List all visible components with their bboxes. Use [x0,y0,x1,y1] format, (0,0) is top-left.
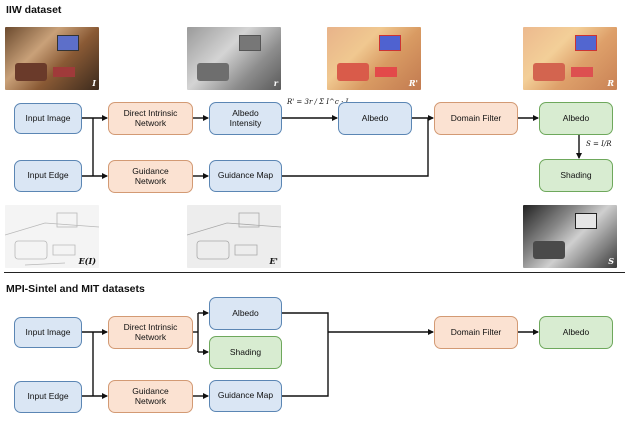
shading-output-box: Shading [539,159,613,192]
input-thumbnail-label: I [92,78,96,88]
final-albedo-thumbnail-label: R [607,78,614,88]
intensity-thumbnail: r [187,27,281,90]
albedo-box: Albedo [209,297,282,330]
section-title-mpi-mit: MPI-Sintel and MIT datasets [6,283,145,295]
rough-albedo-thumbnail: R' [327,27,421,90]
input-edge-box: Input Edge [14,381,82,413]
albedo-output-box: Albedo [539,102,613,135]
intensity-thumbnail-label: r [273,78,278,88]
input-photo-thumbnail: I [5,27,99,90]
input-image-box: Input Image [14,103,82,134]
albedo-output-box: Albedo [539,316,613,349]
shading-thumbnail: S [523,205,617,268]
section-divider [4,272,625,273]
input-edge-box: Input Edge [14,160,82,192]
domain-filter-box: Domain Filter [434,102,518,135]
albedo-box: Albedo [338,102,412,135]
albedo-intensity-box: Albedo Intensity [209,102,282,135]
edge-map-thumbnail: E(I) [5,205,99,268]
guidance-map-box: Guidance Map [209,380,282,412]
formula-albedo-scaling: R' = 3r / Σ I^c · I [287,98,349,106]
edge-thumbnail-label: E(I) [78,256,96,266]
direct-intrinsic-network-box: Direct Intrinsic Network [108,102,193,135]
guidance-network-box: Guidance Network [108,380,193,413]
direct-intrinsic-network-box: Direct Intrinsic Network [108,316,193,349]
guided-edge-thumbnail: E' [187,205,281,268]
rough-albedo-thumbnail-label: R' [408,78,418,88]
section-title-iiw: IIW dataset [6,4,62,16]
final-albedo-thumbnail: R [523,27,617,90]
shading-box: Shading [209,336,282,369]
input-image-box: Input Image [14,317,82,348]
guidance-map-box: Guidance Map [209,160,282,192]
shading-thumbnail-label: S [608,256,614,266]
domain-filter-box: Domain Filter [434,316,518,349]
formula-shading: S = I/R [586,140,612,148]
guided-edge-thumbnail-label: E' [269,256,278,266]
guidance-network-box: Guidance Network [108,160,193,193]
